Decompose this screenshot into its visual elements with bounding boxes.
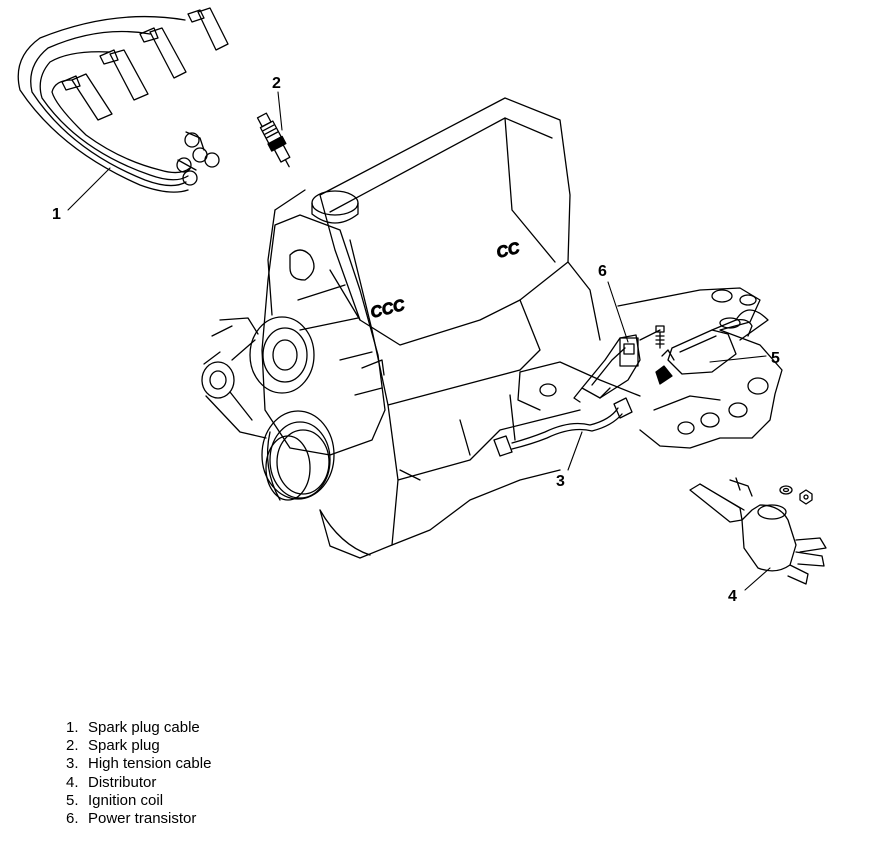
- callout-2: 2: [272, 75, 281, 92]
- cable-terminals: [176, 131, 220, 186]
- legend-label: Distributor: [88, 773, 157, 791]
- ignition-coil: [655, 309, 769, 385]
- callout-3: 3: [556, 473, 565, 490]
- distributor-washer: [779, 485, 793, 495]
- high-tension-cable: [493, 397, 633, 457]
- callout-1: 1: [52, 206, 61, 223]
- power-transistor: [573, 334, 641, 403]
- leader-4: [744, 567, 771, 591]
- leader-6: [607, 281, 629, 343]
- legend-item: 3. High tension cable: [66, 755, 211, 773]
- legend-number: 6.: [66, 810, 79, 828]
- legend-label: Spark plug: [88, 737, 160, 755]
- legend-item: 6. Power transistor: [66, 810, 211, 828]
- legend-item: 4. Distributor: [66, 774, 211, 792]
- engine-mark-cc: CC: [495, 240, 522, 262]
- cable-boot-2: [139, 27, 187, 79]
- crankshaft-pulley: [261, 410, 335, 501]
- cable-boot-3: [99, 49, 149, 101]
- callout-4: 4: [728, 588, 737, 605]
- cable-boot-4: [61, 73, 113, 121]
- legend-number: 5.: [66, 791, 79, 809]
- coil-bolt: [655, 325, 665, 349]
- legend-item: 5. Ignition coil: [66, 792, 211, 810]
- legend-item: 1. Spark plug cable: [66, 719, 211, 737]
- legend-item: 2. Spark plug: [66, 737, 211, 755]
- leader-5: [709, 355, 767, 363]
- parts-legend: 1. Spark plug cable 2. Spark plug 3. High t…: [66, 719, 211, 828]
- leader-1: [67, 167, 111, 211]
- distributor: [689, 477, 827, 585]
- legend-number: 3.: [66, 755, 79, 773]
- spark-plug: [256, 112, 291, 168]
- callout-5: 5: [771, 350, 780, 367]
- legend-number: 2.: [66, 737, 79, 755]
- callout-leaders: [67, 91, 771, 591]
- tensioner-pulley: [201, 361, 235, 399]
- intake-manifold: [517, 287, 783, 449]
- legend-label: Ignition coil: [88, 791, 164, 809]
- leader-2: [277, 91, 283, 131]
- legend-label: Power transistor: [88, 810, 197, 828]
- legend-number: 1.: [66, 719, 79, 736]
- idler-pulley: [249, 316, 315, 394]
- cable-boot-1: [187, 7, 229, 51]
- legend-number: 4.: [66, 773, 79, 791]
- engine-block: [201, 97, 601, 559]
- oil-filler-cap: [311, 190, 359, 224]
- engine-mark-ccc: CCC: [369, 297, 407, 322]
- legend-label: High tension cable: [88, 755, 212, 773]
- callout-6: 6: [598, 263, 607, 280]
- spark-plug-cables: [17, 7, 229, 193]
- distributor-nut: [799, 489, 813, 505]
- leader-3: [567, 431, 583, 471]
- ignition-system-diagram: CCC CC: [17, 7, 827, 605]
- legend-label: Spark plug cable: [88, 719, 200, 736]
